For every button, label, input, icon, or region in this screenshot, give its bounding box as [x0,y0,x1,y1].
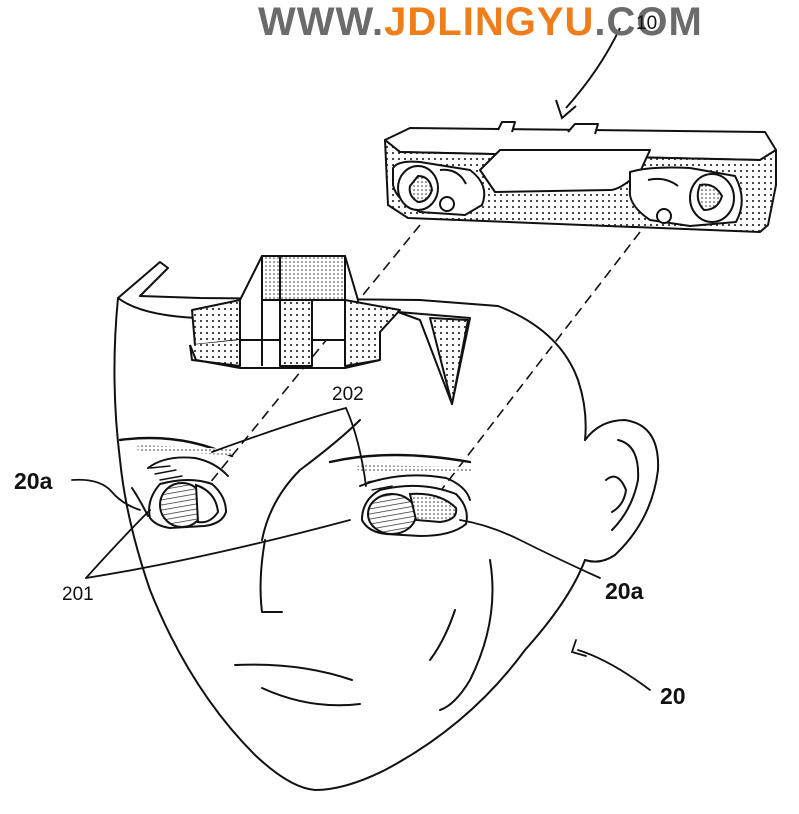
forehead-bracket [189,255,471,405]
leader-lines [71,407,651,691]
label-202: 202 [332,384,364,405]
label-head: 20 [660,683,686,709]
watermark-suffix: .COM [594,0,703,44]
watermark-brand: JDLINGYU [384,0,595,44]
watermark: WWW.JDLINGYU.COM [258,2,703,42]
label-201: 201 [62,584,94,605]
eye-unit-device [384,121,777,233]
watermark-prefix: WWW. [258,0,385,44]
label-pupil-left: 20a [14,468,53,494]
label-pupil-right: 20a [605,578,644,604]
label-device: 10 [636,13,658,34]
head-outline [113,261,660,791]
device-arrowhead [555,99,577,120]
device-leader-arrow [565,27,621,109]
right-eye [328,453,473,538]
